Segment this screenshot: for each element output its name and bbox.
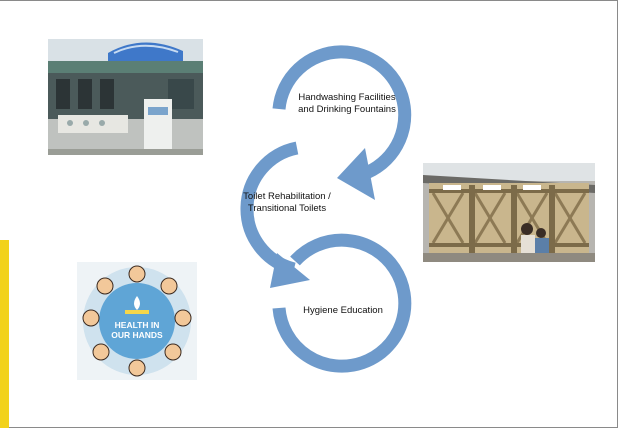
step-label-toilet: Toilet Rehabilitation / Transitional Toi… bbox=[243, 191, 331, 214]
logo-line-1: HEALTH IN bbox=[115, 320, 160, 330]
transitional-toilets-photo bbox=[423, 163, 595, 262]
cycle-arrow-1 bbox=[272, 45, 412, 183]
accent-bar bbox=[0, 240, 9, 428]
school-handwashing-photo bbox=[48, 39, 203, 155]
cycle-arrow-2 bbox=[240, 141, 299, 276]
step-label-handwashing: Handwashing Facilities and Drinking Foun… bbox=[298, 92, 396, 115]
cycle-arrow-3 bbox=[272, 233, 412, 373]
logo-line-2: OUR HANDS bbox=[111, 330, 163, 340]
step-label-hygiene: Hygiene Education bbox=[303, 305, 383, 316]
health-in-our-hands-logo: HEALTH IN OUR HANDS bbox=[77, 262, 197, 380]
arrowhead-1 bbox=[337, 148, 375, 200]
arrowhead-2 bbox=[270, 253, 310, 288]
cycle-diagram bbox=[240, 45, 412, 373]
